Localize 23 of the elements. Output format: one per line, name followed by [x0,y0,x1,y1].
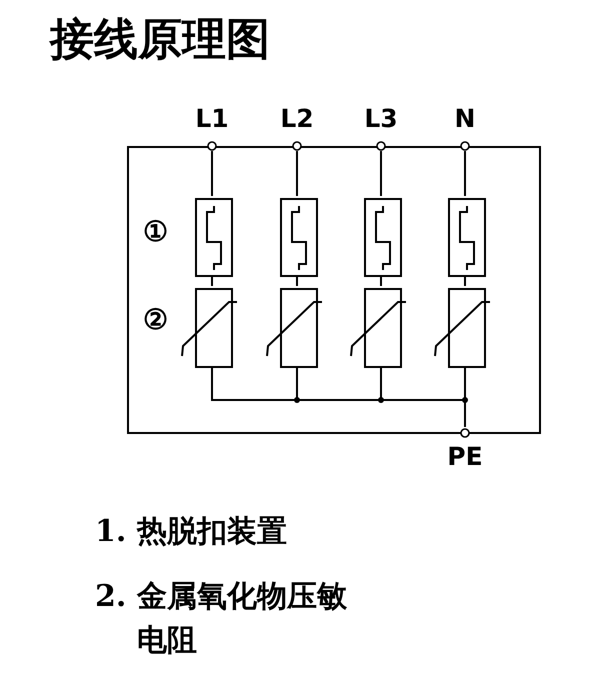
terminal-label: L1 [194,104,230,134]
legend-text: 1. 热脱扣装置 [95,513,288,551]
enclosure-outline [127,146,541,434]
wire [296,275,298,286]
legend-text: 2. 金属氧化物压敏电阻 [95,578,348,660]
wire [464,151,466,196]
terminal-label: N [454,104,476,134]
callout-number: ① [143,214,168,250]
thermal-fuse [280,198,318,277]
wire [296,151,298,196]
wire [211,275,213,286]
wire [380,275,382,286]
terminal-label: PE [446,442,484,472]
callout-number: ② [143,302,168,338]
title: 接线原理图 [50,13,270,67]
wire [211,151,213,196]
terminal-label: L3 [363,104,399,134]
thermal-fuse [195,198,233,277]
terminal-label: L2 [279,104,315,134]
thermal-fuse [364,198,402,277]
thermal-fuse [448,198,486,277]
wire [464,275,466,286]
wire [380,151,382,196]
